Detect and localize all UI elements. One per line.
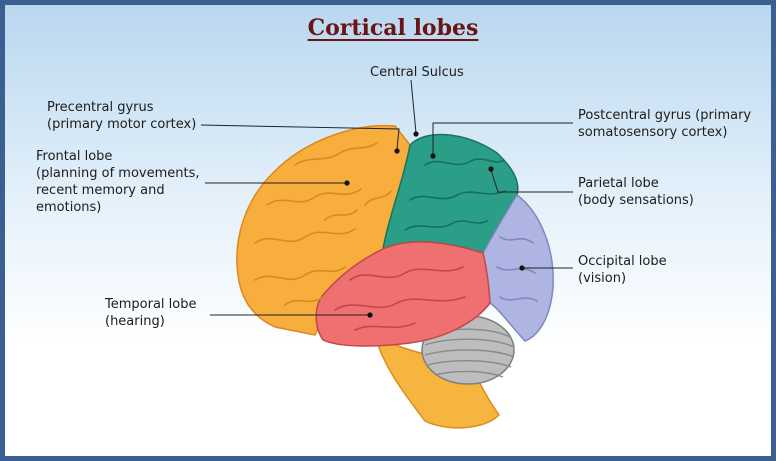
leader-central-sulcus — [410, 79, 417, 134]
occipital-lobe — [482, 193, 554, 342]
dot-frontal — [344, 180, 350, 186]
leader-lines — [200, 79, 573, 316]
label-temporal-lobe: Temporal lobe (hearing) — [105, 297, 197, 329]
brain-illustration — [200, 79, 573, 429]
temporal-gyri — [334, 266, 466, 331]
label-precentral-gyrus: Precentral gyrus (primary motor cortex) — [47, 100, 197, 132]
dot-occipital — [519, 265, 525, 271]
dot-parietal — [488, 166, 494, 172]
label-postcentral-gyrus: Postcentral gyrus (primary somatosensory… — [578, 108, 752, 140]
dot-central-sulcus — [413, 131, 419, 137]
leader-precentral — [200, 124, 400, 150]
dot-temporal — [367, 312, 373, 318]
label-occipital-lobe: Occipital lobe (vision) — [578, 254, 667, 286]
label-frontal-lobe: Frontal lobe (planning of movements, rec… — [36, 149, 200, 215]
frontal-gyri — [254, 142, 392, 306]
label-central-sulcus: Central Sulcus — [370, 65, 464, 80]
parietal-gyri — [404, 158, 506, 231]
label-parietal-lobe: Parietal lobe (body sensations) — [578, 176, 694, 208]
diagram-title: Cortical lobes — [307, 15, 479, 41]
temporal-lobe — [315, 241, 491, 347]
leader-postcentral — [432, 122, 573, 155]
dot-postcentral — [430, 153, 436, 159]
occipital-gyri — [496, 236, 538, 302]
dot-precentral — [394, 148, 400, 154]
leader-parietal — [490, 169, 573, 193]
leader-dots — [344, 131, 525, 318]
